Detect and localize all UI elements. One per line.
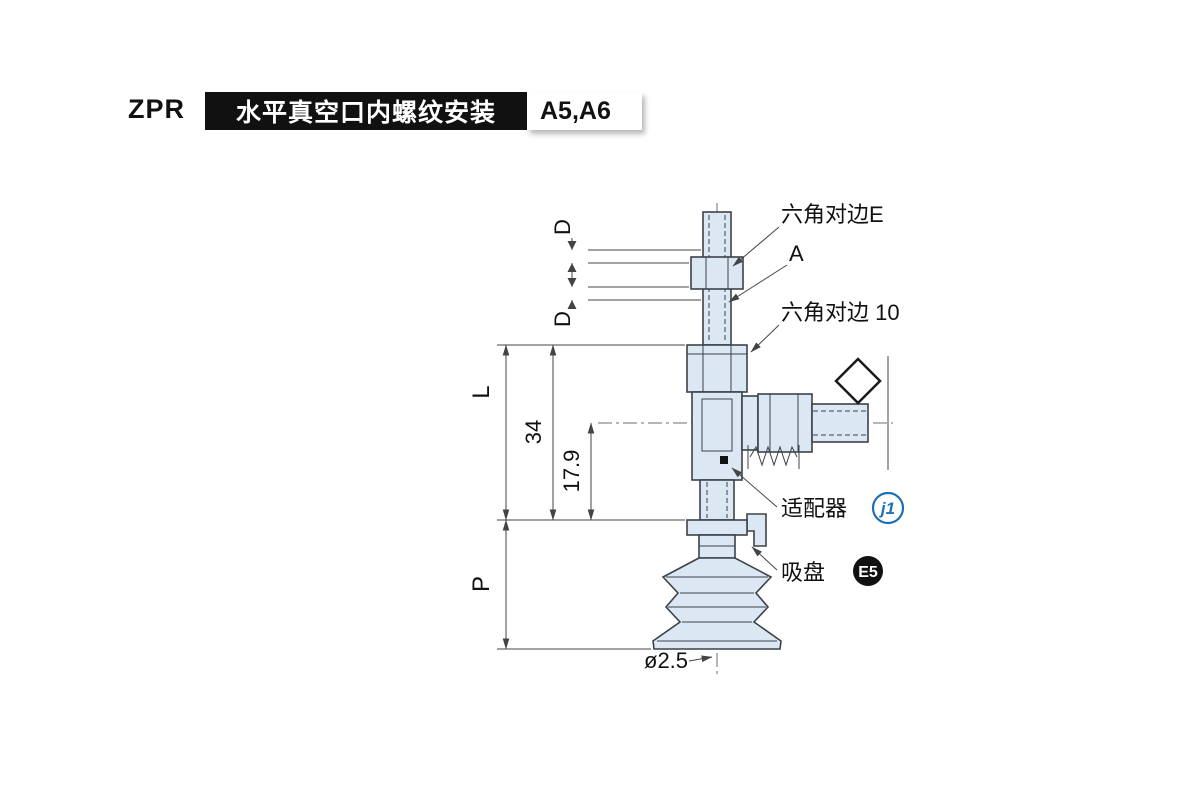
extension-lines <box>497 249 889 650</box>
callout-a: A <box>728 241 804 303</box>
dim-34: 34 <box>521 420 546 444</box>
valve-spring <box>747 445 800 469</box>
dimension-l: L <box>468 344 510 521</box>
dim-p: P <box>468 576 495 592</box>
dimension-hole: ø2.5 <box>644 648 713 673</box>
dim-17-9: 17.9 <box>559 450 584 493</box>
label-a: A <box>789 241 804 266</box>
lock-nut <box>690 256 744 290</box>
pad-code-badge <box>853 556 883 586</box>
dim-d-bottom: D <box>550 311 575 327</box>
dimension-p: P <box>468 519 510 650</box>
dim-d-top: D <box>550 219 575 235</box>
series-code: ZPR <box>128 94 185 124</box>
dim-hole-dia: ø2.5 <box>644 648 688 673</box>
callout-adapter: 适配器 j1 <box>731 467 905 525</box>
dimension-34: 34 <box>521 344 557 521</box>
fitting-body <box>686 211 869 559</box>
port-thread-section <box>811 403 869 443</box>
port-symbol-diamond <box>834 357 882 405</box>
port-collar <box>741 395 759 451</box>
callout-pad: 吸盘 E5 <box>751 546 883 586</box>
dimension-d: D D <box>550 219 577 327</box>
pad-retainer <box>746 513 767 547</box>
label-pad: 吸盘 <box>781 560 825 585</box>
bellows-pad <box>652 557 782 650</box>
main-hex <box>686 344 748 393</box>
dim-l: L <box>468 385 495 398</box>
callout-hex-10: 六角对边 10 <box>750 300 900 353</box>
adapter-code: j1 <box>879 499 895 518</box>
dimension-17-9: 17.9 <box>559 422 595 521</box>
pad-flange <box>686 519 748 536</box>
main-body <box>691 391 743 481</box>
port-body <box>757 393 813 453</box>
pad-code: E5 <box>858 564 878 581</box>
section-title-banner: 水平真空口内螺纹安装 <box>205 92 527 130</box>
page-header: ZPR 水平真空口内螺纹安装 A5,A6 <box>0 0 1200 160</box>
neck <box>699 479 735 521</box>
label-adapter: 适配器 <box>781 496 847 521</box>
callout-hex-e: 六角对边E <box>732 202 884 267</box>
model-codes-tab: A5,A6 <box>527 92 642 130</box>
label-hex-flats-e: 六角对边E <box>781 202 884 227</box>
adapter-code-badge <box>871 491 905 525</box>
section-title: 水平真空口内螺纹安装 <box>235 99 496 127</box>
label-hex-flats-10: 六角对边 10 <box>781 300 900 325</box>
model-codes: A5,A6 <box>540 96 611 125</box>
adapter-seal-detail <box>720 456 728 464</box>
